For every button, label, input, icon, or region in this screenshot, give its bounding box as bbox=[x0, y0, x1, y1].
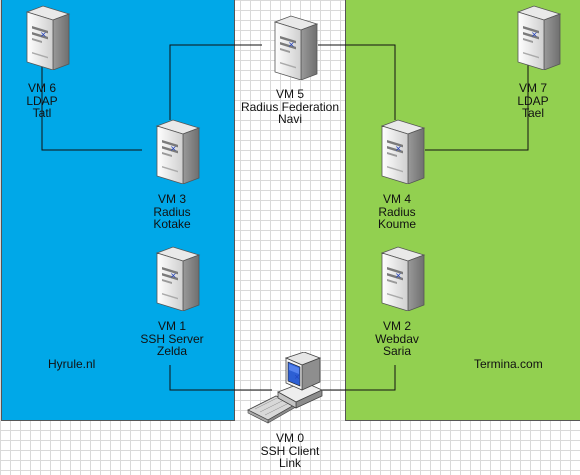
node-vm1-name: VM 1 bbox=[157, 319, 186, 333]
svg-text:×: × bbox=[40, 30, 47, 39]
node-vm4-label: VM 4 Radius Koume bbox=[337, 193, 457, 231]
server-tower-icon: × bbox=[155, 119, 201, 184]
zone-label-hyrule: Hyrule.nl bbox=[48, 357, 96, 371]
node-vm2-role: Webdav bbox=[375, 331, 419, 346]
node-vm2-host: Saria bbox=[382, 344, 411, 358]
svg-text:×: × bbox=[170, 144, 177, 153]
node-vm0-role: SSH Client bbox=[260, 443, 320, 458]
zone-termina bbox=[345, 0, 580, 421]
server-tower-icon: × bbox=[516, 5, 562, 70]
svg-text:×: × bbox=[294, 373, 300, 381]
svg-text:×: × bbox=[288, 40, 295, 49]
node-vm7-host: Tael bbox=[521, 106, 544, 120]
node-vm5-host: Navi bbox=[277, 112, 302, 126]
node-vm5-name: VM 5 bbox=[275, 87, 304, 101]
node-vm0-label: VM 0 SSH Client Link bbox=[230, 432, 350, 470]
node-vm3-label: VM 3 Radius Kotake bbox=[112, 193, 232, 231]
node-vm3-name: VM 3 bbox=[157, 192, 186, 206]
node-vm1-host: Zelda bbox=[156, 344, 188, 358]
link-vm1-vm0 bbox=[169, 365, 272, 391]
link-vm4-vm7 bbox=[425, 62, 529, 151]
node-vm2-label: VM 2 Webdav Saria bbox=[337, 320, 457, 358]
node-vm5-role: Radius Federation bbox=[240, 99, 340, 114]
link-vm6-vm3 bbox=[41, 60, 142, 151]
svg-text:×: × bbox=[395, 144, 402, 153]
node-vm6-label: VM 6 LDAP Tatl bbox=[0, 82, 102, 120]
node-vm0-host: Link bbox=[278, 456, 301, 470]
node-vm1-label: VM 1 SSH Server Zelda bbox=[112, 320, 232, 358]
node-vm4-name: VM 4 bbox=[382, 192, 411, 206]
zone-label-termina: Termina.com bbox=[474, 357, 543, 371]
server-tower-icon: × bbox=[273, 15, 319, 80]
node-vm7-label: VM 7 LDAP Tael bbox=[473, 82, 580, 120]
server-tower-icon: × bbox=[25, 5, 71, 70]
node-vm7-name: VM 7 bbox=[518, 81, 547, 95]
node-vm6-name: VM 6 bbox=[27, 81, 56, 95]
server-tower-icon: × bbox=[155, 246, 201, 311]
node-vm5-label: VM 5 Radius Federation Navi bbox=[230, 88, 350, 126]
node-vm3-host: Kotake bbox=[153, 217, 191, 231]
node-vm3-role: Radius bbox=[153, 204, 191, 219]
node-vm6-host: Tatl bbox=[32, 106, 52, 120]
node-vm4-host: Koume bbox=[377, 217, 417, 231]
server-tower-icon: × bbox=[380, 246, 426, 311]
desktop-computer-icon: × bbox=[247, 352, 323, 424]
link-vm0-vm2 bbox=[320, 365, 396, 391]
link-vm3-vm5 bbox=[169, 44, 262, 120]
svg-text:×: × bbox=[395, 271, 402, 280]
node-vm6-role: LDAP bbox=[26, 93, 58, 108]
node-vm1-role: SSH Server bbox=[140, 331, 204, 346]
link-vm5-vm4 bbox=[318, 44, 396, 120]
zone-hyrule bbox=[1, 0, 235, 421]
svg-text:×: × bbox=[531, 30, 538, 39]
node-vm0-name: VM 0 bbox=[275, 431, 304, 445]
svg-text:×: × bbox=[170, 271, 177, 280]
node-vm7-role: LDAP bbox=[517, 93, 549, 108]
node-vm2-name: VM 2 bbox=[382, 319, 411, 333]
server-tower-icon: × bbox=[380, 119, 426, 184]
node-vm4-role: Radius bbox=[378, 204, 416, 219]
